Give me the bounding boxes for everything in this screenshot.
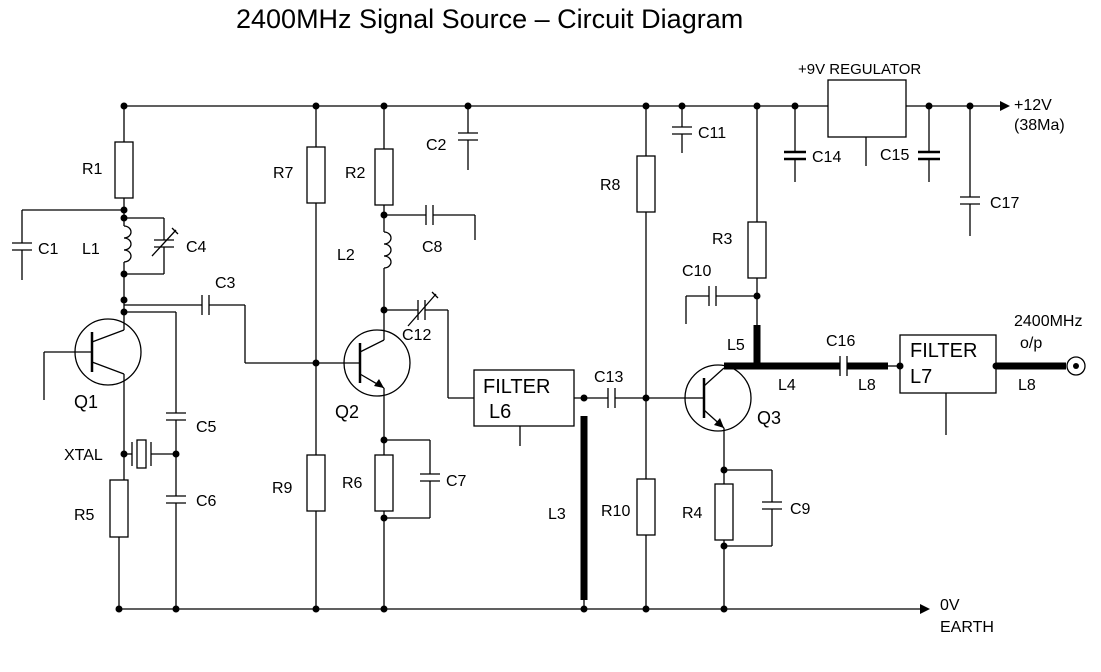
label-r4: R4 bbox=[682, 505, 703, 522]
regulator-label: +9V REGULATOR bbox=[798, 61, 921, 78]
label-c4: C4 bbox=[186, 239, 207, 256]
xtal-label: XTAL bbox=[64, 447, 103, 464]
resistor-r9 bbox=[306, 454, 326, 512]
regulator-section bbox=[777, 79, 984, 245]
regulator-box bbox=[827, 79, 907, 138]
label-c15: C15 bbox=[880, 147, 909, 164]
label-r7: R7 bbox=[273, 165, 294, 182]
label-c12: C12 bbox=[402, 327, 431, 344]
q3-section bbox=[668, 106, 900, 609]
label-c1: C1 bbox=[38, 241, 59, 258]
ground-regulator bbox=[848, 166, 880, 175]
supply-label: +12V bbox=[1014, 97, 1052, 114]
transistor-q3 bbox=[684, 364, 752, 432]
label-c16: C16 bbox=[826, 333, 855, 350]
label-q1: Q1 bbox=[74, 392, 98, 412]
label-l3: L3 bbox=[548, 506, 566, 523]
label-c8: C8 bbox=[422, 239, 443, 256]
ground-filter-l6 bbox=[502, 446, 534, 455]
q2-section bbox=[306, 106, 489, 609]
inductor-l2 bbox=[383, 231, 392, 269]
ground-filter-l7 bbox=[928, 435, 960, 444]
ground-c11 bbox=[664, 153, 696, 162]
labels: +9V REGULATOR +12V (38Ma) 2400MHz o/p 0V… bbox=[38, 61, 1082, 636]
filter-l6: FILTER L6 bbox=[473, 369, 608, 455]
label-l2: L2 bbox=[337, 247, 355, 264]
label-r6: R6 bbox=[342, 475, 363, 492]
trimmer-arrow-c4 bbox=[151, 229, 177, 257]
label-c13: C13 bbox=[594, 369, 623, 386]
label-c2: C2 bbox=[426, 137, 447, 154]
label-r3: R3 bbox=[712, 231, 733, 248]
label-c17: C17 bbox=[990, 195, 1019, 212]
earth-label: EARTH bbox=[940, 619, 994, 636]
supply-rail bbox=[124, 101, 1010, 111]
label-c3: C3 bbox=[215, 275, 236, 292]
ground-c1 bbox=[4, 280, 36, 289]
resistor-r3 bbox=[747, 221, 767, 279]
earth-voltage-label: 0V bbox=[940, 597, 960, 614]
output-sub-label: o/p bbox=[1020, 335, 1042, 352]
inductor-l1 bbox=[123, 225, 132, 263]
label-c7: C7 bbox=[446, 473, 467, 490]
crystal-xtal bbox=[136, 439, 147, 469]
filter-l7-id: L7 bbox=[910, 366, 932, 388]
filter-l6-id: L6 bbox=[489, 401, 511, 423]
output-label: 2400MHz bbox=[1014, 313, 1082, 330]
ground-c14 bbox=[777, 182, 809, 191]
label-q3: Q3 bbox=[757, 408, 781, 428]
label-r8: R8 bbox=[600, 177, 621, 194]
ground-c15 bbox=[911, 182, 943, 191]
label-c11: C11 bbox=[698, 125, 726, 142]
label-r2: R2 bbox=[345, 165, 366, 182]
label-c14: C14 bbox=[812, 149, 841, 166]
ground-q1 bbox=[26, 400, 58, 409]
resistor-r8 bbox=[636, 155, 656, 213]
resistor-r10 bbox=[636, 478, 656, 536]
label-l4: L4 bbox=[778, 377, 796, 394]
q1-section bbox=[4, 106, 317, 609]
label-r9: R9 bbox=[272, 480, 293, 497]
label-l5: L5 bbox=[727, 337, 745, 354]
label-c10: C10 bbox=[682, 263, 711, 280]
ground-c10 bbox=[668, 324, 700, 333]
label-l8b: L8 bbox=[1018, 377, 1036, 394]
earth-rail bbox=[119, 604, 930, 614]
label-l8a: L8 bbox=[858, 377, 876, 394]
output-section: FILTER L7 bbox=[899, 334, 1086, 444]
supply-current-label: (38Ma) bbox=[1014, 117, 1065, 134]
label-r10: R10 bbox=[601, 503, 630, 520]
junction-dots bbox=[115, 102, 1000, 613]
ground-c8 bbox=[457, 240, 489, 249]
filter-l7-label: FILTER bbox=[910, 340, 977, 362]
diagram-title: 2400MHz Signal Source – Circuit Diagram bbox=[236, 4, 743, 34]
output-connector bbox=[1066, 356, 1086, 376]
filter-l6-label: FILTER bbox=[483, 376, 550, 398]
resistor-r2 bbox=[374, 148, 394, 206]
q3-input-section bbox=[580, 106, 696, 609]
label-c9: C9 bbox=[790, 501, 811, 518]
resistor-r1 bbox=[114, 141, 134, 199]
resistor-r4 bbox=[714, 483, 734, 541]
label-r5: R5 bbox=[74, 507, 95, 524]
ground-c17 bbox=[952, 236, 984, 245]
label-c6: C6 bbox=[196, 493, 217, 510]
label-q2: Q2 bbox=[335, 402, 359, 422]
resistor-r5 bbox=[109, 479, 129, 538]
resistor-r6 bbox=[374, 454, 394, 512]
label-r1: R1 bbox=[82, 161, 103, 178]
resistor-r7 bbox=[306, 146, 326, 204]
label-c5: C5 bbox=[196, 419, 217, 436]
ground-c2 bbox=[450, 170, 482, 179]
label-l1: L1 bbox=[82, 241, 100, 258]
